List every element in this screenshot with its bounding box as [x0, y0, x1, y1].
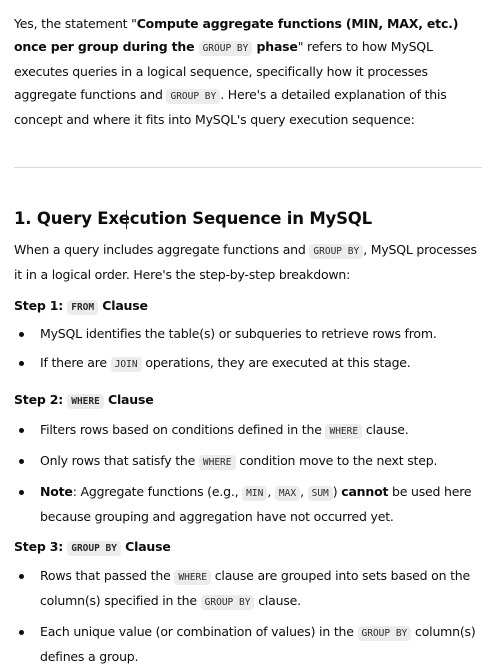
inline-code: MIN	[242, 486, 268, 501]
inline-code: WHERE	[325, 424, 363, 439]
step-label: Clause	[98, 298, 148, 313]
step-3-list: Rows that passed the WHERE clause are gr…	[14, 564, 484, 665]
inline-code: MAX	[274, 486, 301, 501]
list-item-text: If there are	[40, 355, 111, 370]
inline-code: GROUP BY	[200, 595, 255, 610]
intro-quoted-statement-end: phase	[252, 39, 298, 54]
list-item: Note: Aggregate functions (e.g., MIN, MA…	[14, 480, 484, 528]
emphasis-text: cannot	[341, 484, 389, 499]
list-item: Only rows that satisfy the WHERE conditi…	[14, 449, 484, 474]
inline-code: WHERE	[198, 455, 236, 470]
list-item-text: ,	[300, 484, 308, 499]
list-item-text: operations, they are executed at this st…	[141, 355, 411, 370]
step-label: Step 1:	[14, 298, 68, 313]
section-lead-paragraph: When a query includes aggregate function…	[14, 238, 484, 286]
inline-code: WHERE	[174, 570, 211, 585]
intro-text: Yes, the statement "	[14, 16, 137, 31]
list-item-text: condition move to the next step.	[235, 453, 438, 468]
step-label: Clause	[103, 392, 154, 407]
intro-paragraph: Yes, the statement "Compute aggregate fu…	[14, 12, 482, 131]
list-item: Rows that passed the WHERE clause are gr…	[14, 564, 484, 614]
list-item-text: column(s) defines a group.	[40, 624, 476, 664]
list-item-text: clause are grouped into sets based on th…	[40, 568, 471, 608]
list-item-text: Rows that passed the	[40, 568, 175, 583]
step-label: Step 2:	[14, 392, 68, 407]
step-label: Clause	[120, 539, 171, 554]
list-item: If there are JOIN operations, they are e…	[14, 351, 484, 376]
list-item-text: clause.	[362, 422, 409, 437]
list-item-text: Only rows that satisfy the	[40, 453, 199, 468]
list-item: Filters rows based on conditions defined…	[14, 418, 484, 443]
step-2-list: Filters rows based on conditions defined…	[14, 418, 484, 528]
list-item-text: : Aggregate functions (e.g.,	[72, 484, 243, 499]
text-cursor	[126, 210, 127, 229]
inline-code: GROUP BY	[166, 89, 221, 104]
lead-text: When a query includes aggregate function…	[14, 242, 310, 257]
step-1-heading: Step 1: FROM Clause	[14, 295, 148, 319]
list-item: MySQL identifies the table(s) or subquer…	[14, 322, 484, 345]
section-heading: 1. Query Execution Sequence in MySQL	[14, 209, 372, 228]
list-item-text: clause.	[254, 593, 301, 608]
intro-text: " refers to how MySQL executes queries i…	[14, 39, 433, 102]
inline-code: SUM	[307, 486, 333, 501]
inline-code: WHERE	[67, 394, 104, 409]
inline-code: JOIN	[110, 357, 142, 372]
inline-code: FROM	[67, 300, 99, 315]
step-2-heading: Step 2: WHERE Clause	[14, 389, 154, 413]
intro-quoted-statement: Compute aggregate functions (MIN, MAX, e…	[14, 16, 459, 54]
inline-code: GROUP BY	[67, 541, 121, 556]
intro-text: . Here's a detailed explanation of this …	[14, 87, 447, 127]
list-item-text: Each unique value (or combination of val…	[40, 624, 358, 639]
inline-code: GROUP BY	[357, 626, 412, 641]
list-item-text: MySQL identifies the table(s) or subquer…	[40, 326, 437, 341]
inline-code: GROUP BY	[309, 244, 364, 259]
step-3-heading: Step 3: GROUP BY Clause	[14, 536, 171, 560]
note-label: Note	[40, 484, 73, 499]
list-item-text: ,	[267, 484, 275, 499]
divider	[14, 167, 482, 168]
list-item-text: )	[332, 484, 342, 499]
lead-text: , MySQL processes it in a logical order.…	[14, 242, 477, 282]
list-item-text: be used here because grouping and aggreg…	[40, 484, 472, 524]
step-label: Step 3:	[14, 539, 68, 554]
list-item-text: Filters rows based on conditions defined…	[40, 422, 326, 437]
list-item: Each unique value (or combination of val…	[14, 620, 484, 665]
inline-code: GROUP BY	[198, 41, 253, 56]
step-1-list: MySQL identifies the table(s) or subquer…	[14, 322, 484, 376]
